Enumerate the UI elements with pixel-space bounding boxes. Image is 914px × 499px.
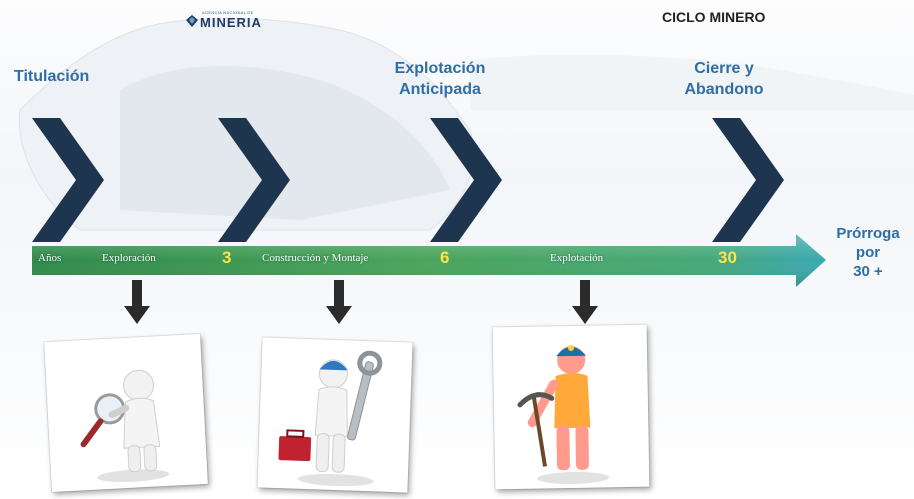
illustration-card-exploracion — [44, 334, 208, 492]
logo-agency-text: AGENCIA NACIONAL DE — [202, 10, 254, 15]
stage-label-construccion: Construcción y Montaje — [262, 252, 369, 264]
year-mark-6: 6 — [440, 248, 450, 267]
phase-heading-cierre: Cierre y Abandono — [684, 60, 764, 98]
chevron-marker-3 — [430, 118, 502, 242]
logo-diamond-icon — [186, 15, 198, 27]
year-mark-3: 3 — [222, 248, 232, 267]
diagram-title: CICLO MINERO — [662, 9, 766, 25]
magnifier-figure-icon — [80, 369, 170, 482]
timeline-start-label: Años — [38, 252, 62, 264]
chevron-marker-2 — [218, 118, 290, 242]
miner-pickaxe-figure-icon — [517, 344, 610, 485]
down-arrow-icon — [572, 280, 598, 324]
illustration-card-explotacion — [492, 324, 650, 490]
phase-heading-titulacion: Titulación — [14, 68, 90, 85]
extension-label: Prórroga por 30 + — [836, 225, 900, 280]
chevron-marker-1 — [32, 118, 104, 242]
down-arrow-icon — [326, 280, 352, 324]
logo-name: MINERIA — [200, 15, 262, 30]
year-mark-30: 30 — [718, 248, 737, 267]
illustration-card-construccion — [257, 337, 413, 493]
phase-heading-explotacion-anticipada: Explotación Anticipada — [394, 60, 486, 98]
stage-label-exploracion: Exploración — [102, 252, 156, 264]
down-arrow-icon — [124, 280, 150, 324]
stage-label-explotacion: Explotación — [550, 252, 604, 264]
chevron-marker-4 — [712, 118, 784, 242]
wrench-toolbox-figure-icon — [278, 350, 383, 487]
